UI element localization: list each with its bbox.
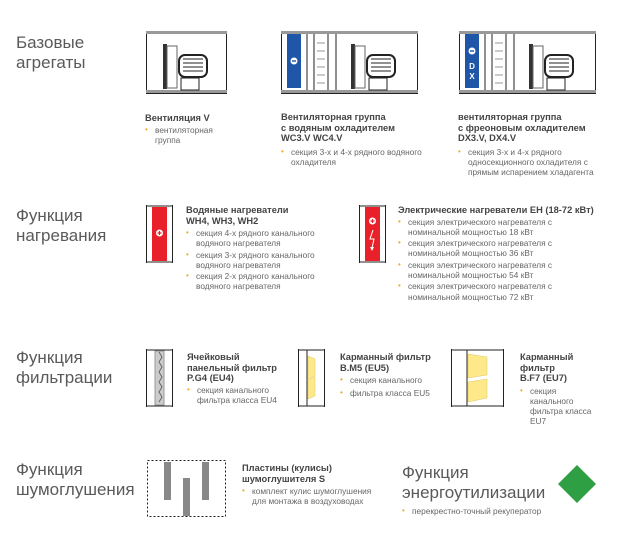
item-title: Пластины (кулисы) <box>242 463 332 473</box>
bullet: комплект кулис шумоглушения для монтажа … <box>242 486 377 507</box>
bullet: секция электрического нагревателя с номи… <box>398 260 563 281</box>
bullet: фильтра класса EU5 <box>340 388 450 399</box>
filter-item-pocket-f7: Карманный фильтр B.F7 (EU7) секция канал… <box>520 352 610 427</box>
silencer-plates-diagram <box>147 460 226 517</box>
item-title: B.M5 (EU5) <box>340 362 390 373</box>
recuperator-diamond-icon <box>558 465 596 503</box>
item-title: Карманный фильтр <box>340 352 431 362</box>
filter-item-panel: Ячейковый панельный фильтр P.G4 (EU4) се… <box>187 352 287 405</box>
noise-item-plates: Пластины (кулисы) шумоглушителя S компле… <box>242 463 392 507</box>
bullet: секция канального фильтра класса EU4 <box>187 385 279 406</box>
pocket-filter-f7-diagram <box>451 349 504 407</box>
item-title: панельный фильтр <box>187 362 277 373</box>
item-title: Водяные нагреватели <box>186 205 289 215</box>
panel-filter-diagram <box>146 349 173 407</box>
item-title: WC3.V WC4.V <box>281 133 343 143</box>
svg-text:X: X <box>469 72 475 81</box>
water-heater-diagram <box>146 205 173 263</box>
heating-item-electric: Электрические нагреватели ЕН (18-72 кВт)… <box>398 205 608 302</box>
bullet: секция канального <box>340 375 450 386</box>
item-title: Карманный <box>520 352 574 362</box>
svg-text:D: D <box>469 62 475 71</box>
base-item-freon-cooler: вентиляторная группа с фреоновым охладит… <box>458 112 603 177</box>
item-title: B.F7 (EU7) <box>520 373 568 383</box>
bullet: секция 3-х рядного канального водяного н… <box>186 250 331 271</box>
item-title: фильтр <box>520 362 555 373</box>
bullet: секция 3-х и 4-х рядного водяного охлади… <box>281 147 441 168</box>
item-title: DX3.V, DX4.V <box>458 133 517 143</box>
water-cooler-unit-diagram <box>281 31 418 94</box>
electric-heater-diagram <box>359 205 386 263</box>
heating-item-water: Водяные нагреватели WH4, WH3, WH2 секция… <box>186 205 346 292</box>
bullet: вентиляторная группа <box>145 125 235 146</box>
item-title: с фреоновым охладителем <box>458 122 586 133</box>
item-title: Вентиляция V <box>145 113 210 123</box>
bullet: секция 3-х и 4-х рядного односекционного… <box>458 147 603 178</box>
energy-bullets: перекрестно-точный рекуператор <box>402 505 602 517</box>
pocket-filter-m5-diagram <box>298 349 325 407</box>
bullet: секция канального фильтра класса EU7 <box>520 386 602 427</box>
item-title: с водяным охладителем <box>281 122 395 133</box>
item-title: WH4, WH3, WH2 <box>186 215 259 226</box>
item-title: Ячейковый <box>187 352 240 362</box>
base-item-water-cooler: Вентиляторная группа с водяным охладител… <box>281 112 441 167</box>
item-title: Электрические нагреватели ЕН (18-72 кВт) <box>398 205 594 215</box>
freon-cooler-unit-diagram: D X <box>459 31 596 94</box>
ventilation-unit-diagram <box>146 31 227 94</box>
bullet: секция 4-х рядного канального водяного н… <box>186 228 331 249</box>
bullet: секция 2-х рядного канального водяного н… <box>186 271 331 292</box>
bullet: секция электрического нагревателя с номи… <box>398 238 563 259</box>
item-title: P.G4 (EU4) <box>187 373 234 383</box>
item-title: шумоглушителя S <box>242 473 326 484</box>
base-item-ventilation: Вентиляция V вентиляторная группа <box>145 113 255 145</box>
bullet: секция электрического нагревателя с номи… <box>398 281 563 302</box>
filter-item-pocket-m5: Карманный фильтр B.M5 (EU5) секция канал… <box>340 352 450 399</box>
item-title: вентиляторная группа <box>458 112 562 122</box>
item-title: Вентиляторная группа <box>281 112 386 122</box>
bullet: секция электрического нагревателя с номи… <box>398 217 563 238</box>
bullet: перекрестно-точный рекуператор <box>402 506 602 517</box>
